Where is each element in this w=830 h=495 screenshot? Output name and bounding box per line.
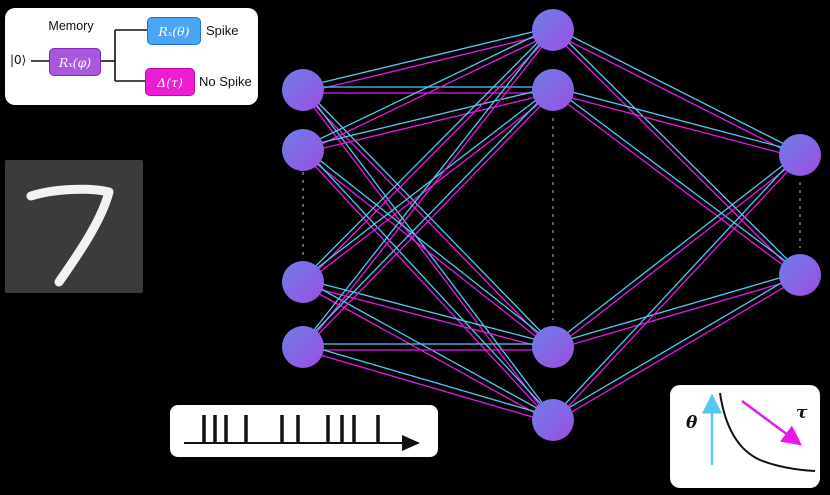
- decay-curve: [719, 392, 816, 472]
- neuron-node: [282, 261, 324, 303]
- edge-theta: [302, 86, 554, 148]
- edge-theta: [552, 86, 801, 273]
- edge-tau: [302, 152, 554, 424]
- edge-tau: [552, 92, 801, 159]
- edge-theta: [552, 26, 801, 273]
- edge-theta: [302, 278, 554, 418]
- decay-kernel-plot: [702, 392, 816, 472]
- edge-tau: [302, 92, 554, 286]
- edge-theta: [302, 26, 554, 345]
- edge-tau: [552, 157, 801, 424]
- kernel-legend-panel: θ τ: [670, 385, 820, 488]
- edge-tau: [302, 92, 554, 424]
- edge-theta: [302, 86, 554, 345]
- neuron-node: [532, 9, 574, 51]
- tau-decay-arrow: [741, 399, 803, 446]
- neuron-node: [532, 326, 574, 368]
- edge-tau: [302, 32, 554, 154]
- edge-tau: [302, 152, 554, 351]
- rx-theta-gate: Rₓ(θ): [147, 17, 201, 45]
- edge-theta: [302, 343, 554, 418]
- edge-tau: [552, 157, 801, 351]
- edge-tau: [302, 92, 554, 154]
- edge-tau: [552, 92, 801, 279]
- edge-tau: [552, 277, 801, 424]
- ket-zero-label: |0⟩: [10, 53, 27, 67]
- digit-seven-stroke: [26, 184, 114, 287]
- rx-theta-gate-label: Rₓ(θ): [158, 23, 190, 39]
- edge-theta: [552, 271, 801, 345]
- delta-tau-gate-label: Δ(τ): [157, 74, 183, 90]
- neuron-node: [532, 399, 574, 441]
- no-spike-branch-label: No Spike: [199, 74, 252, 89]
- tau-label: τ: [796, 403, 808, 423]
- delta-tau-gate: Δ(τ): [145, 68, 195, 96]
- edge-theta: [302, 86, 554, 280]
- edge-theta: [302, 146, 554, 345]
- rx-phi-gate: Rₓ(φ): [49, 48, 101, 76]
- neuron-node: [779, 254, 821, 296]
- neuron-node: [532, 69, 574, 111]
- edge-tau: [302, 32, 554, 286]
- quantum-circuit-panel: Memory |0⟩ Rₓ(φ) Rₓ(θ) Δ(τ) Spike No Spi…: [5, 8, 258, 105]
- edge-theta: [552, 86, 801, 153]
- neuron-node: [282, 69, 324, 111]
- spike-branch-label: Spike: [206, 23, 239, 38]
- neuron-node: [779, 134, 821, 176]
- theta-label: θ: [686, 413, 698, 433]
- digit-seven-drawing: [26, 184, 114, 287]
- edge-theta: [302, 26, 554, 148]
- edge-theta: [302, 26, 554, 280]
- spike-train-panel: [170, 405, 438, 457]
- edge-theta: [302, 278, 554, 345]
- edge-theta: [552, 151, 801, 418]
- rx-phi-gate-label: Rₓ(φ): [58, 54, 92, 70]
- edge-tau: [552, 32, 801, 159]
- edge-tau: [302, 349, 554, 424]
- edge-tau: [302, 92, 554, 351]
- neuron-node: [282, 129, 324, 171]
- edge-tau: [302, 284, 554, 351]
- memory-label: Memory: [48, 19, 94, 33]
- neuron-node: [282, 326, 324, 368]
- edge-theta: [552, 151, 801, 345]
- edge-tau: [302, 32, 554, 351]
- edge-theta: [302, 26, 554, 88]
- edge-tau: [302, 32, 554, 94]
- spike-train-plot: [184, 415, 420, 451]
- edge-theta: [302, 146, 554, 418]
- edge-tau: [552, 32, 801, 279]
- circuit-wires: [31, 29, 147, 82]
- edge-theta: [552, 271, 801, 418]
- edge-tau: [552, 277, 801, 351]
- mnist-digit-image: [5, 160, 143, 293]
- edge-theta: [552, 26, 801, 153]
